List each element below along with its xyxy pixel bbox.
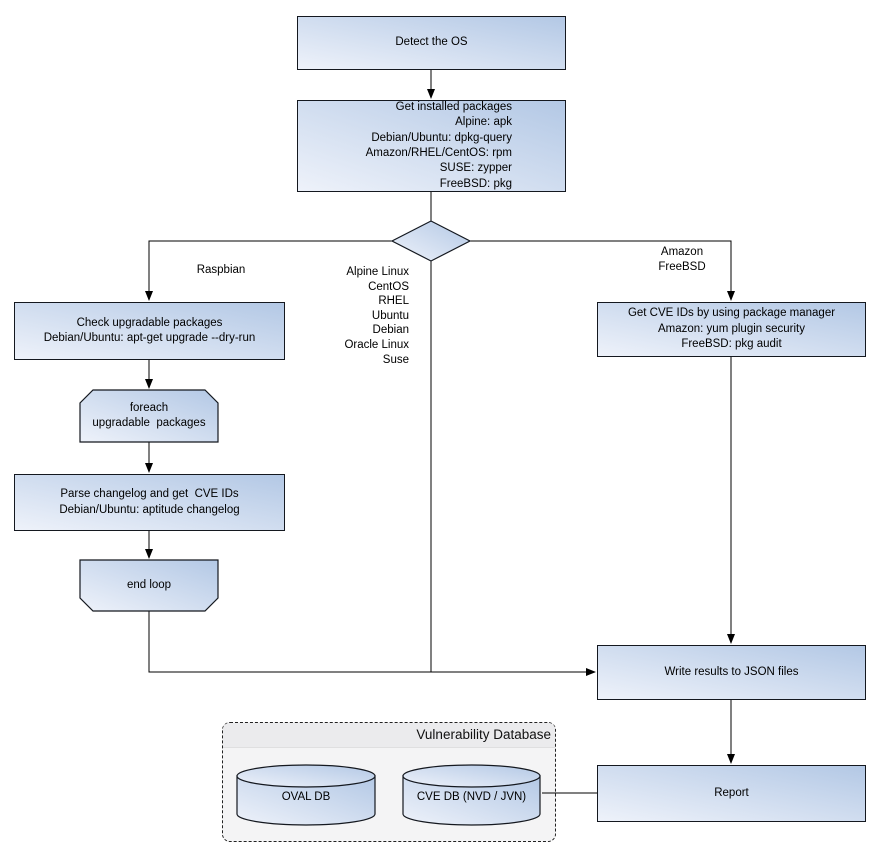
node-line: foreach [129,402,169,414]
branch-label-right-os: Amazon FreeBSD [632,245,732,275]
node-line: Parse changelog and get CVE IDs [60,488,239,501]
node-detect-os: Detect the OS [297,16,566,70]
cve-db-label: CVE DB (NVD / JVN) [416,791,527,803]
node-label: Report [714,786,749,799]
branch-label-line: Amazon [660,246,704,258]
branch-label-line: RHEL [378,295,409,308]
edge-end-loop-to-write-results [148,611,596,676]
loop-end-shape [79,559,219,612]
node-label: Write results to JSON files [664,665,799,678]
node-line: Alpine: apk [455,116,512,129]
vulnerability-database-title: Vulnerability Database [223,723,555,748]
node-line: Debian/Ubuntu: aptitude changelog [59,503,240,516]
node-parse-changelog: Parse changelog and get CVE IDs Debian/U… [14,474,285,531]
branch-label-middle-os: Alpine Linux CentOS RHEL Ubuntu Debian O… [300,265,409,367]
edge-decision-to-check-upgradable [145,240,392,301]
oval-db-label: OVAL DB [281,791,331,803]
cve-db-cylinder-top [402,764,541,788]
node-label: Detect the OS [395,36,468,49]
decision-diamond [390,220,472,262]
branch-label-line: Suse [382,353,409,366]
node-line: Check upgradable packages [76,316,223,329]
node-check-upgradable-packages: Check upgradable packages Debian/Ubuntu:… [14,302,285,360]
branch-label-line: FreeBSD [658,261,706,273]
branch-label-line: CentOS [368,280,409,293]
node-line: SUSE: zypper [439,162,512,175]
node-get-cve-ids: Get CVE IDs by using package manager Ama… [597,302,866,357]
branch-label-line: Debian [372,324,409,337]
node-write-results: Write results to JSON files [597,645,866,700]
node-line: FreeBSD: pkg audit [681,338,782,351]
node-end-loop: end loop [80,560,218,611]
node-line: Get installed packages [395,100,512,113]
node-line: Debian/Ubuntu: dpkg-query [371,131,512,144]
node-report: Report [597,765,866,822]
oval-db-cylinder-body [236,775,376,826]
loop-start-shape [79,389,219,443]
node-line: upgradable packages [92,417,206,429]
node-line: Debian/Ubuntu: apt-get upgrade --dry-run [43,332,256,344]
branch-label-line: Alpine Linux [346,266,409,278]
branch-label-line: Oracle Linux [344,338,409,351]
oval-db-cylinder-top [236,764,376,788]
branch-label-line: Ubuntu [371,309,409,322]
node-get-installed-packages: Get installed packages Alpine: apk Debia… [297,100,566,192]
branch-label-raspbian: Raspbian [196,264,246,276]
edge-decision-to-get-cve-ids [470,240,735,301]
node-line: Amazon: yum plugin security [657,322,805,335]
node-foreach-loop: foreach upgradable packages [80,390,218,442]
node-line: Amazon/RHEL/CentOS: rpm [365,147,512,159]
node-line: FreeBSD: pkg [439,177,512,190]
node-line: Get CVE IDs by using package manager [627,307,836,320]
cve-db-cylinder-body [402,775,541,826]
node-label: end loop [126,579,172,591]
